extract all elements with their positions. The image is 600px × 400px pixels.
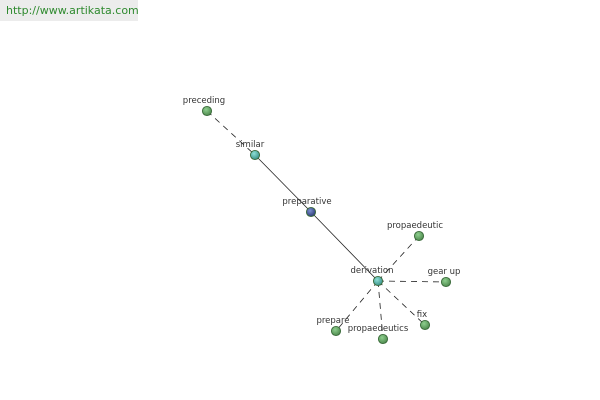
- edge-similar-preparative: [254, 154, 312, 213]
- node-propaedeutics[interactable]: [377, 333, 389, 345]
- edges-layer: [206, 110, 447, 340]
- node-gear-up[interactable]: [440, 276, 452, 288]
- edge-derivation-propaedeutics: [377, 280, 384, 340]
- nodes-layer: [201, 105, 452, 345]
- node-propaedeutic[interactable]: [413, 230, 425, 242]
- node-preceding[interactable]: [201, 105, 213, 117]
- node-label-fix[interactable]: fix: [417, 310, 427, 320]
- node-label-preceding[interactable]: preceding: [183, 96, 225, 106]
- node-similar[interactable]: [249, 149, 261, 161]
- node-label-propaedeutic[interactable]: propaedeutic: [387, 221, 443, 231]
- node-label-derivation[interactable]: derivation: [350, 266, 393, 276]
- edge-derivation-gear_up: [377, 280, 447, 283]
- labels-layer: preceding similar preparative derivation pro…: [183, 96, 461, 334]
- node-label-prepare[interactable]: prepare: [316, 316, 349, 326]
- edge-preparative-derivation: [310, 211, 379, 282]
- node-label-gear-up[interactable]: gear up: [428, 267, 461, 277]
- site-url-watermark: http://www.artikata.com: [0, 0, 139, 21]
- node-label-preparative[interactable]: preparative: [282, 197, 331, 207]
- node-preparative[interactable]: [305, 206, 317, 218]
- node-label-similar[interactable]: similar: [236, 140, 265, 150]
- node-label-propaedeutics[interactable]: propaedeutics: [348, 324, 409, 334]
- node-prepare[interactable]: [330, 325, 342, 337]
- node-fix[interactable]: [419, 319, 431, 331]
- node-derivation[interactable]: [372, 275, 384, 287]
